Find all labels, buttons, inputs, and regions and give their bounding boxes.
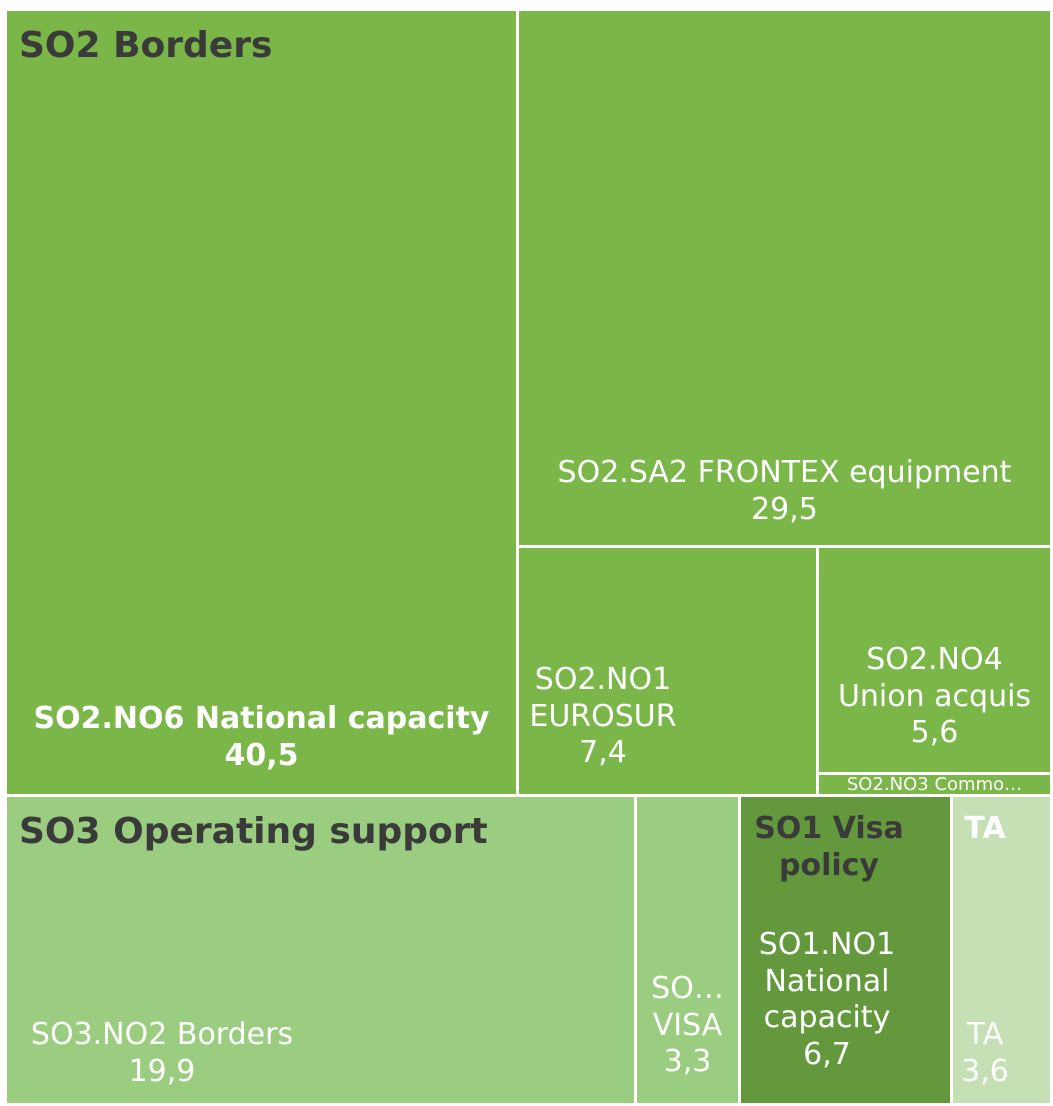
group-title-so1-visa-policy: SO1 Visa policy bbox=[741, 811, 917, 884]
item-name: SO3.NO2 Borders bbox=[30, 1017, 294, 1052]
item-name: TA bbox=[966, 1017, 1004, 1052]
tile-label-ta: TA 3,6 bbox=[953, 1017, 1017, 1090]
item-name-line-2: National bbox=[764, 963, 890, 999]
item-value: 5,6 bbox=[910, 715, 959, 751]
tile-so2-no4-union-acquis[interactable]: SO2.NO4 Union acquis 5,6 bbox=[816, 545, 1053, 775]
tile-label-so2-no1: SO2.NO1 EUROSUR 7,4 bbox=[519, 662, 687, 772]
group-title-ta: TA bbox=[953, 811, 1017, 848]
item-name-line-1: SO2.NO1 bbox=[534, 662, 672, 697]
item-name: SO2.NO6 National capacity bbox=[33, 701, 490, 736]
tile-so2-no6-national-capacity[interactable]: SO2 Borders SO2.NO6 National capacity 40… bbox=[4, 8, 519, 797]
tile-label-so-visa: SO… VISA 3,3 bbox=[637, 971, 738, 1081]
item-value: 19,9 bbox=[128, 1053, 196, 1089]
tile-so-visa[interactable]: SO… VISA 3,3 bbox=[634, 794, 741, 1106]
tile-label-so3-no2: SO3.NO2 Borders 19,9 bbox=[7, 1017, 317, 1090]
item-value: 7,4 bbox=[579, 735, 627, 771]
item-name-line-2: Union acquis bbox=[837, 678, 1032, 714]
tile-so3-no2-borders[interactable]: SO3 Operating support SO3.NO2 Borders 19… bbox=[4, 794, 637, 1106]
item-name-line-1: SO1.NO1 bbox=[758, 927, 896, 962]
item-value: 6,7 bbox=[803, 1036, 851, 1072]
item-name-line-1: SO… bbox=[651, 971, 724, 1006]
item-value: 40,5 bbox=[224, 737, 299, 773]
item-name-line-2: VISA bbox=[652, 1007, 723, 1043]
group-title-line-1: SO1 Visa bbox=[754, 811, 904, 846]
tile-so2-sa2-frontex-equipment[interactable]: SO2.SA2 FRONTEX equipment 29,5 bbox=[516, 8, 1053, 551]
item-name-line-3: capacity bbox=[763, 1000, 891, 1036]
tile-so1-no1-national-capacity[interactable]: SO1 Visa policy SO1.NO1 National capacit… bbox=[738, 794, 953, 1106]
group-title-text: TA bbox=[964, 811, 1006, 846]
group-title-line-2: policy bbox=[779, 847, 879, 883]
tile-ta[interactable]: TA TA 3,6 bbox=[950, 794, 1053, 1106]
item-name: SO2.NO3 Commo… bbox=[846, 774, 1023, 795]
group-title-so3-operating-support: SO3 Operating support bbox=[19, 811, 488, 852]
tile-label-so2-no3: SO2.NO3 Commo… bbox=[819, 774, 1050, 795]
item-value: 29,5 bbox=[751, 491, 818, 527]
tile-label-so2-sa2: SO2.SA2 FRONTEX equipment 29,5 bbox=[519, 455, 1050, 528]
item-name: SO2.SA2 FRONTEX equipment bbox=[557, 455, 1012, 490]
item-name-line-1: SO2.NO4 bbox=[866, 642, 1003, 677]
tile-label-so1-no1: SO1.NO1 National capacity 6,7 bbox=[741, 927, 913, 1073]
tile-label-so2-no4: SO2.NO4 Union acquis 5,6 bbox=[819, 642, 1050, 752]
tile-label-so2-no6: SO2.NO6 National capacity 40,5 bbox=[7, 701, 516, 774]
group-title-so2-borders: SO2 Borders bbox=[19, 25, 273, 66]
item-value: 3,3 bbox=[663, 1044, 712, 1080]
tile-so2-no1-eurosur[interactable]: SO2.NO1 EUROSUR 7,4 bbox=[516, 545, 819, 797]
item-name-line-2: EUROSUR bbox=[529, 698, 677, 734]
item-value: 3,6 bbox=[961, 1053, 1009, 1089]
